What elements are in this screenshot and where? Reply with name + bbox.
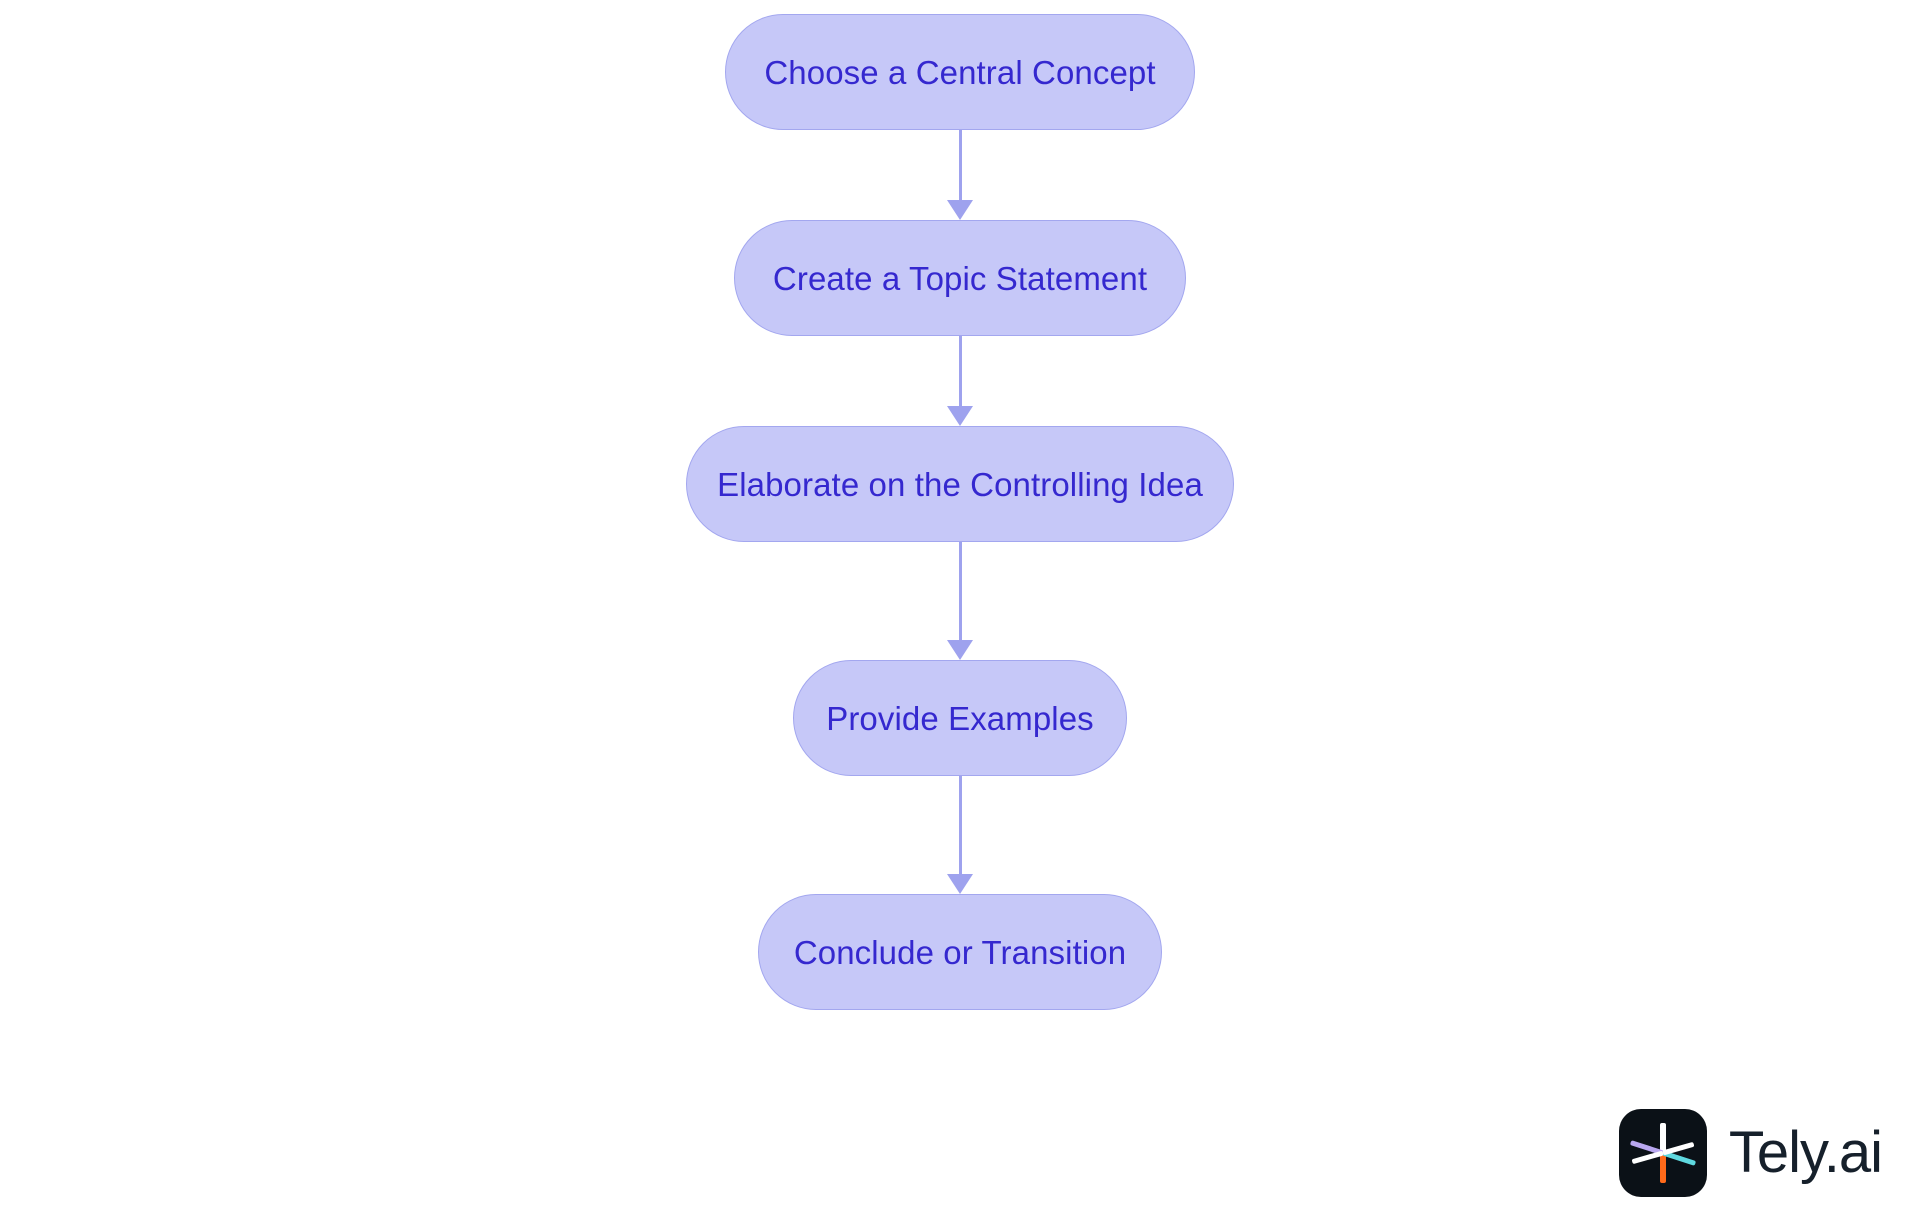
flow-node-label: Choose a Central Concept (764, 53, 1156, 91)
logo-ray-down (1659, 1153, 1666, 1183)
edge-line (958, 130, 962, 201)
flow-edge-2-to-3 (940, 336, 980, 426)
arrowhead-down-icon (947, 406, 973, 426)
edge-line (958, 776, 962, 875)
tely-ai-wordmark: Tely.ai (1728, 1120, 1883, 1185)
flow-node-label: Create a Topic Statement (772, 259, 1148, 297)
logo-ray-upper-right (1662, 1141, 1695, 1156)
flow-node-label: Provide Examples (826, 699, 1094, 737)
arrowhead-down-icon (947, 640, 973, 660)
flow-node-choose-a-central-concept[interactable]: Choose a Central Concept (725, 14, 1195, 130)
arrowhead-down-icon (947, 874, 973, 894)
flow-node-conclude-or-transition[interactable]: Conclude or Transition (758, 894, 1162, 1010)
flowchart-node-column: Choose a Central Concept Create a Topic … (0, 14, 1920, 1010)
flow-node-elaborate-on-the-controlling-idea[interactable]: Elaborate on the Controlling Idea (686, 426, 1234, 542)
logo-ray-lower-left (1631, 1150, 1664, 1165)
tely-logo-mark-icon (1618, 1109, 1707, 1197)
flow-edge-1-to-2 (940, 130, 980, 220)
tely-ai-logo: Tely.ai (1618, 1109, 1883, 1197)
flow-node-label: Conclude or Transition (793, 933, 1127, 971)
flow-edge-3-to-4 (940, 542, 980, 660)
arrowhead-down-icon (947, 200, 973, 220)
edge-line (958, 542, 962, 641)
flow-node-provide-examples[interactable]: Provide Examples (793, 660, 1127, 776)
flow-node-create-a-topic-statement[interactable]: Create a Topic Statement (734, 220, 1186, 336)
flow-edge-4-to-5 (940, 776, 980, 894)
logo-ray-up (1659, 1123, 1666, 1153)
flow-node-label: Elaborate on the Controlling Idea (717, 465, 1203, 503)
edge-line (958, 336, 962, 407)
